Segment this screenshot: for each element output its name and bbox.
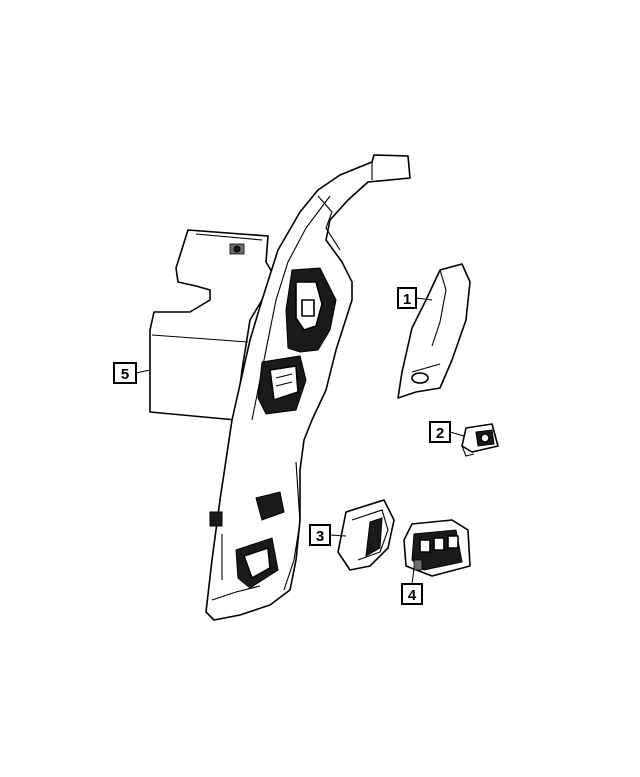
main-trim-panel: [205, 154, 411, 621]
callout-4: 4: [401, 583, 423, 605]
part-3-bezel: [337, 499, 395, 571]
callout-5: 5: [113, 362, 137, 384]
callout-2-label: 2: [436, 425, 444, 442]
callout-4-label: 4: [408, 587, 417, 604]
leader-lines: [135, 297, 465, 585]
part-2-switch: [461, 423, 499, 457]
part-4-switch-bank: [403, 519, 471, 577]
callout-5-label: 5: [121, 366, 129, 383]
callout-2: 2: [429, 421, 451, 443]
callout-3: 3: [309, 524, 331, 546]
callout-1-label: 1: [403, 291, 411, 308]
callout-3-label: 3: [316, 528, 324, 545]
callout-1: 1: [397, 287, 417, 309]
part-1-trim-cover: [397, 263, 471, 399]
